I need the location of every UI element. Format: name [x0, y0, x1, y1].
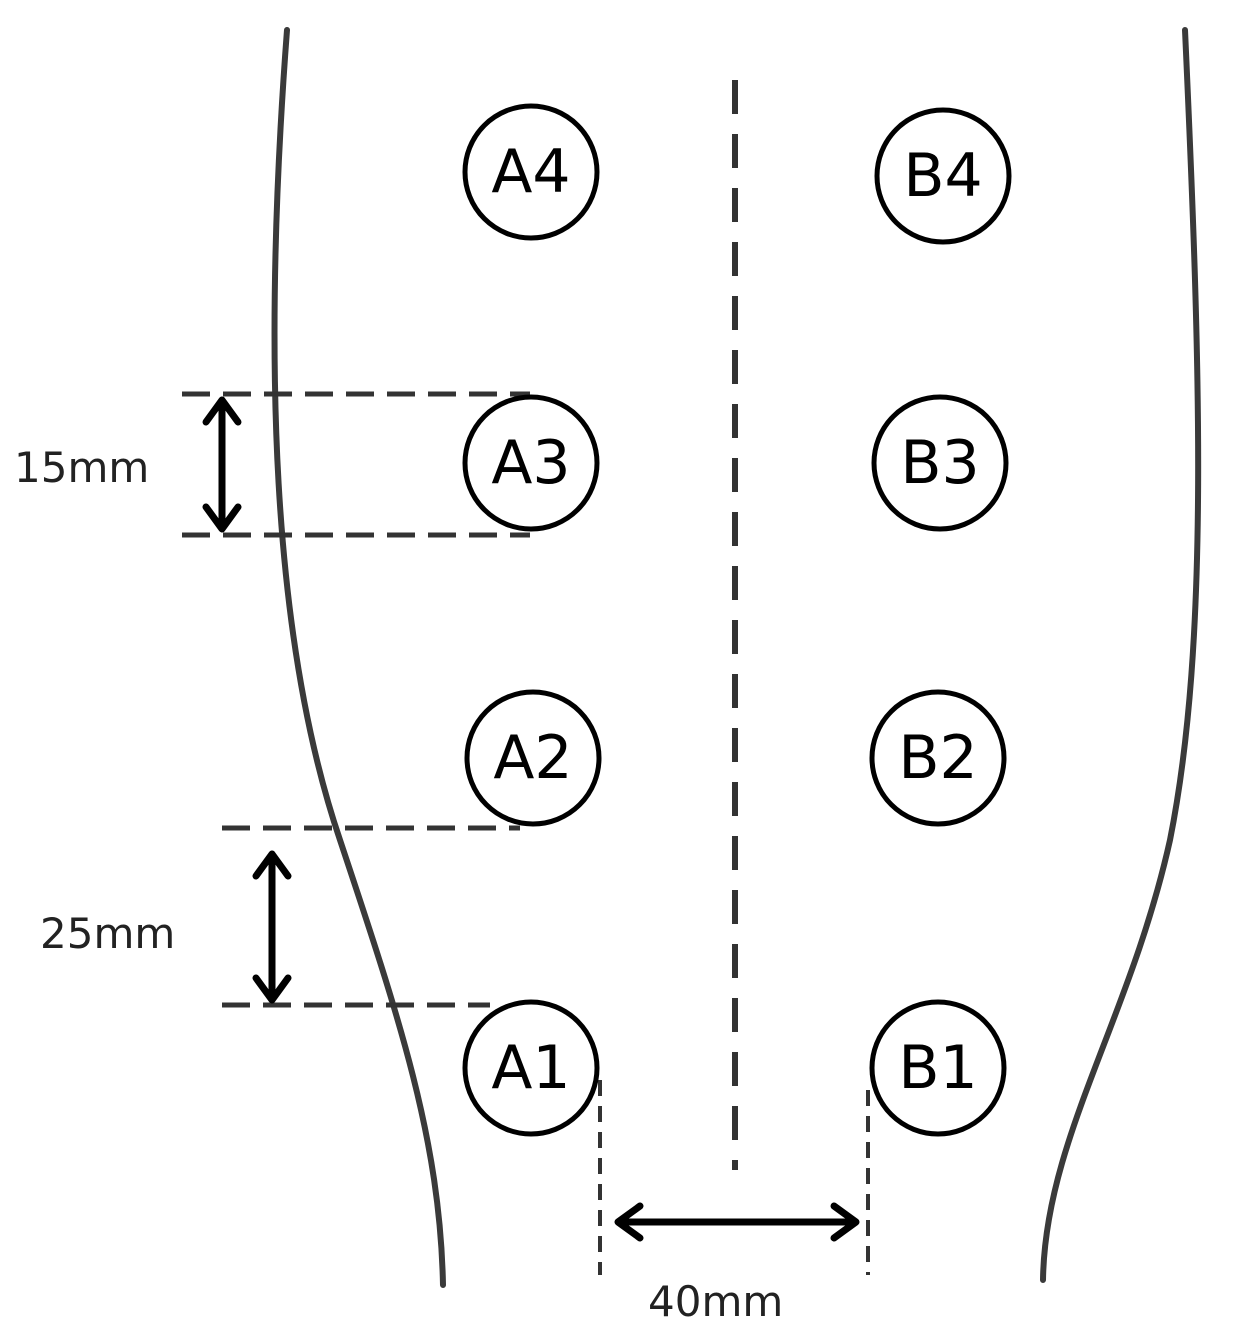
25mm-arrow	[252, 850, 292, 1004]
electrode-b4-label: B4	[903, 141, 982, 211]
electrode-b3: B3	[871, 394, 1009, 532]
dimension-label-25mm: 25mm	[40, 909, 175, 958]
dimension-label-40mm: 40mm	[648, 1277, 783, 1326]
40mm-arrow	[614, 1202, 860, 1242]
electrode-a4-label: A4	[491, 137, 570, 207]
dimension-label-15mm: 15mm	[14, 443, 149, 492]
electrode-a2: A2	[464, 689, 602, 827]
left-outline	[271, 27, 446, 1288]
electrode-a1-label: A1	[491, 1033, 570, 1103]
electrode-a3: A3	[462, 394, 600, 532]
electrode-b1: B1	[869, 999, 1007, 1137]
electrode-b2-label: B2	[898, 723, 977, 793]
right-outline	[1040, 27, 1202, 1283]
electrode-b4: B4	[874, 107, 1012, 245]
electrode-b1-label: B1	[898, 1033, 977, 1103]
electrode-a2-label: A2	[493, 723, 572, 793]
electrode-b2: B2	[869, 689, 1007, 827]
15mm-arrow	[202, 396, 242, 533]
electrode-a1: A1	[462, 999, 600, 1137]
electrode-a4: A4	[462, 103, 600, 241]
electrode-b3-label: B3	[900, 428, 979, 498]
electrode-a3-label: A3	[491, 428, 570, 498]
